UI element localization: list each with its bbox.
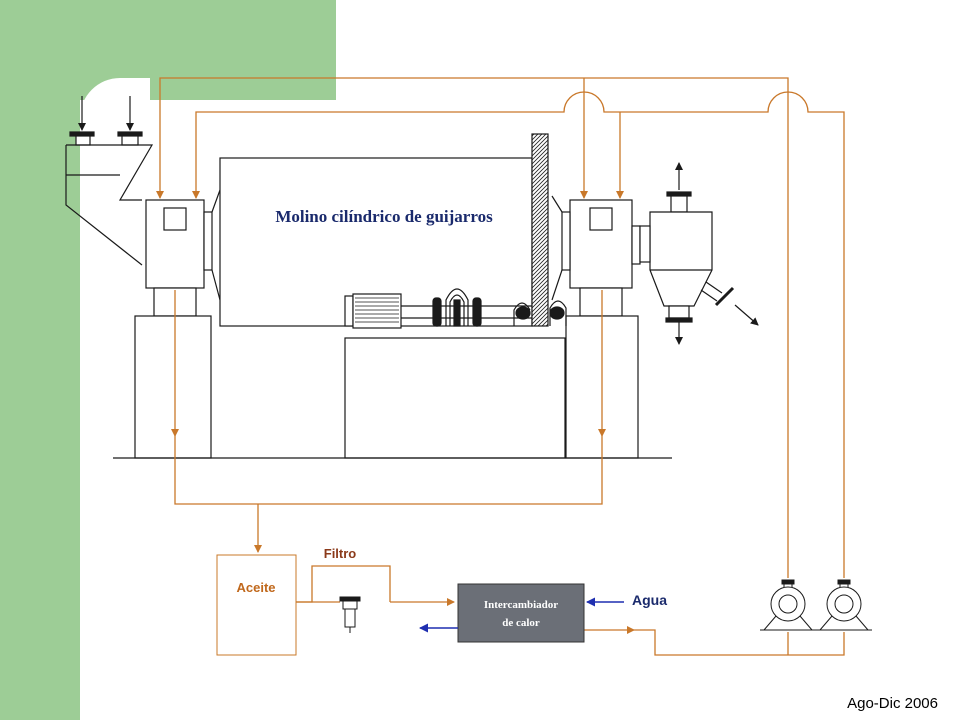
heat-exchanger [457,583,585,643]
water-label: Agua [632,592,667,608]
feed-valves [69,96,143,146]
mill-equipment [65,96,759,459]
pump-1 [760,579,816,631]
filter-label: Filtro [324,546,357,561]
water-arrows [419,597,624,633]
footer-date: Ago-Dic 2006 [847,695,938,712]
pump-2 [816,579,872,631]
accent-notch [80,78,150,138]
exchanger-label-line2: de calor [502,617,540,629]
tank-label: Aceite [236,580,275,595]
pumps [760,579,872,631]
accent-bar-left [0,0,80,720]
exchanger-label-line1: Intercambiador [484,599,558,611]
filter-element [339,596,361,633]
mill-title: Molino cilíndrico de guijarros [275,207,493,226]
oil-lines [156,77,845,656]
